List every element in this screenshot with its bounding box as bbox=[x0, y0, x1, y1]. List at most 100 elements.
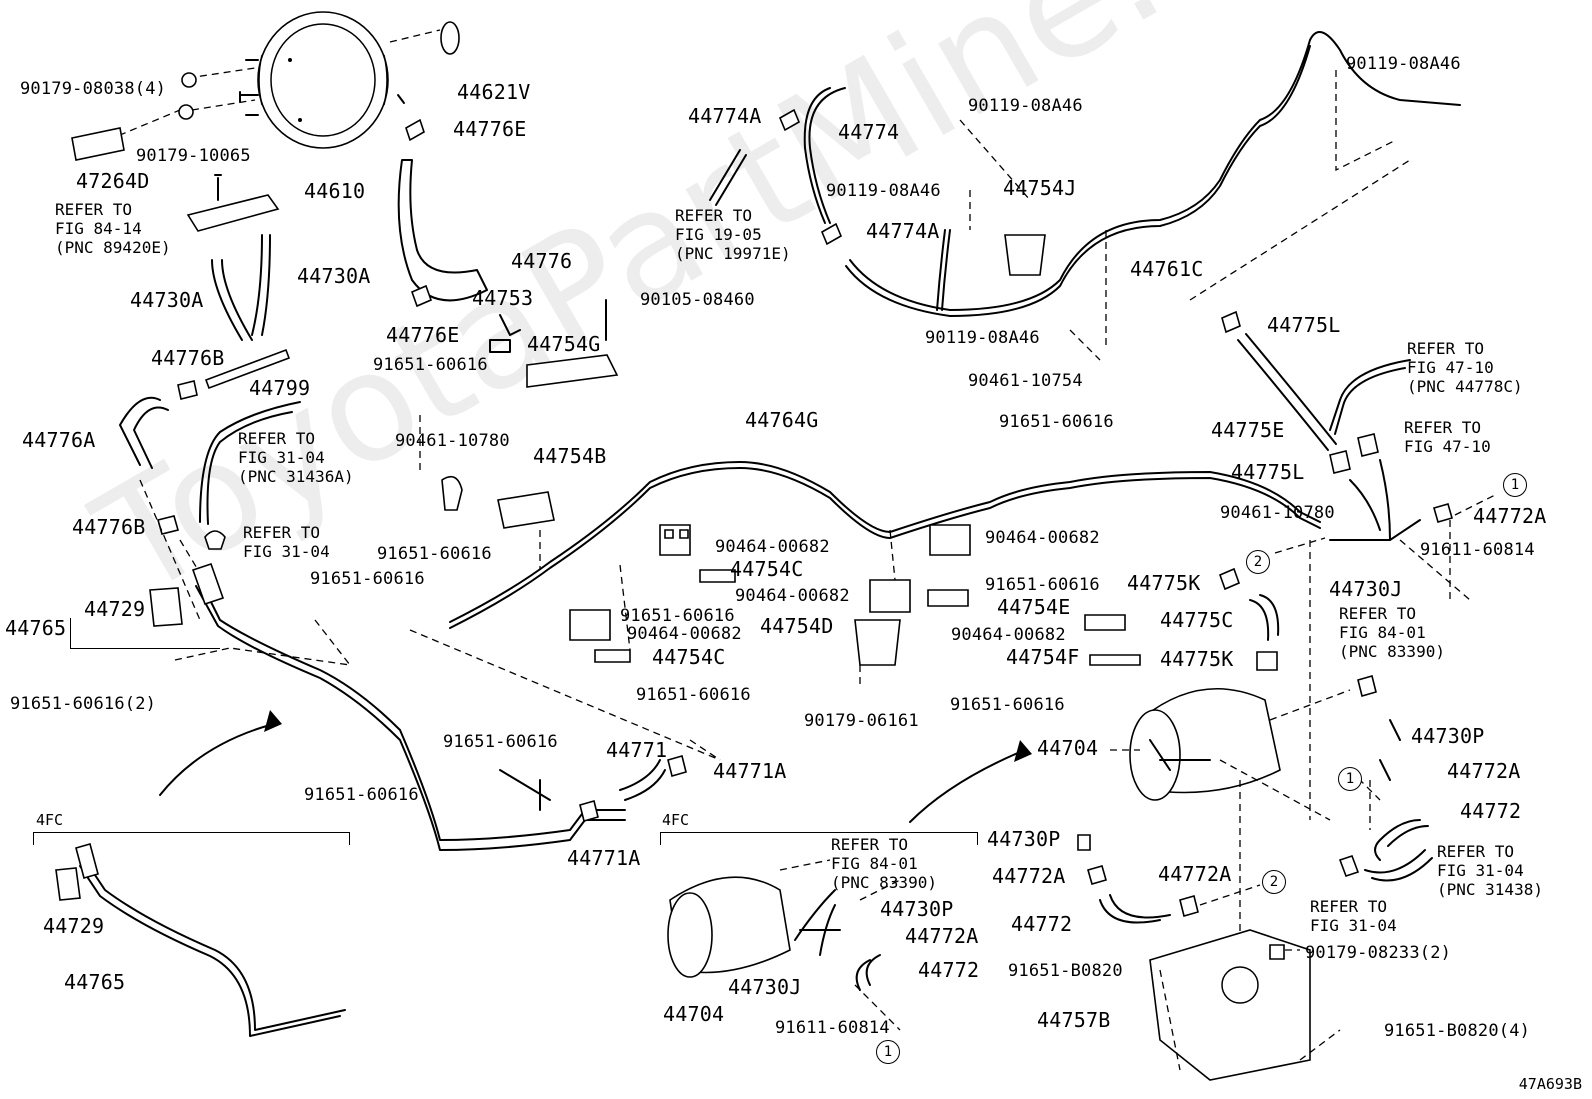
part-91651-60616-h: 91651-60616 bbox=[636, 685, 751, 705]
part-90119-08A46-c: 90119-08A46 bbox=[925, 328, 1040, 348]
part-44772A-e: 44772A bbox=[905, 924, 979, 948]
brake-booster bbox=[239, 11, 389, 149]
part-44761C: 44761C bbox=[1130, 257, 1204, 281]
part-44730A-a: 44730A bbox=[297, 264, 371, 288]
part-91651-60616-2: 91651-60616(2) bbox=[10, 694, 157, 714]
part-44774A-b: 44774A bbox=[866, 219, 940, 243]
part-91651-60616-c: 91651-60616 bbox=[377, 544, 492, 564]
part-44753: 44753 bbox=[472, 286, 534, 310]
part-90179-08038-4: 90179-08038(4) bbox=[20, 79, 167, 99]
part-91651-60616-g: 91651-60616 bbox=[620, 606, 735, 626]
part-90461-10780-a: 90461-10780 bbox=[395, 431, 510, 451]
part-44772-b: 44772 bbox=[1011, 912, 1073, 936]
part-44776E-b: 44776E bbox=[386, 323, 460, 347]
part-90119-08A46-b: 90119-08A46 bbox=[826, 181, 941, 201]
ref-fig-31-04-c: REFER TO FIG 31-04 (PNC 31438) bbox=[1437, 842, 1543, 899]
canister-large bbox=[1129, 688, 1281, 801]
bracket-44765-line bbox=[70, 648, 220, 649]
part-44771: 44771 bbox=[606, 738, 668, 762]
part-44730P-c: 44730P bbox=[880, 897, 954, 921]
part-44754B: 44754B bbox=[533, 444, 607, 468]
callout-2-a: 2 bbox=[1246, 550, 1270, 574]
part-91651-60616-f: 91651-60616 bbox=[999, 412, 1114, 432]
part-44799: 44799 bbox=[249, 376, 311, 400]
part-90464-00682-c: 90464-00682 bbox=[735, 586, 850, 606]
figure-code: 47A693B bbox=[1518, 1075, 1582, 1093]
part-91651-60616-d: 91651-60616 bbox=[443, 732, 558, 752]
arrow-upper-left bbox=[159, 724, 271, 796]
part-44730J-a: 44730J bbox=[1329, 577, 1403, 601]
callout-1-a: 1 bbox=[1503, 473, 1527, 497]
part-44771A-a: 44771A bbox=[713, 759, 787, 783]
part-91651-60616-e: 91651-60616 bbox=[304, 785, 419, 805]
part-90179-06161: 90179-06161 bbox=[804, 711, 919, 731]
part-44730J-b: 44730J bbox=[728, 975, 802, 999]
part-44772A-d: 44772A bbox=[1158, 862, 1232, 886]
part-90119-08A46-d: 90119-08A46 bbox=[1346, 54, 1461, 74]
part-90464-00682-a: 90464-00682 bbox=[715, 537, 830, 557]
part-44764G: 44764G bbox=[745, 408, 819, 432]
part-91611-60814-b: 91611-60814 bbox=[775, 1018, 890, 1038]
part-44729-b: 44729 bbox=[43, 914, 105, 938]
part-44610: 44610 bbox=[304, 179, 366, 203]
part-44704-a: 44704 bbox=[1037, 736, 1099, 760]
part-44765-b: 44765 bbox=[64, 970, 126, 994]
section-4fc-right bbox=[660, 832, 978, 845]
part-44765-a: 44765 bbox=[5, 616, 67, 640]
part-44754C-b: 44754C bbox=[652, 645, 726, 669]
part-44772-c: 44772 bbox=[918, 958, 980, 982]
part-91651-60616-a: 91651-60616 bbox=[310, 569, 425, 589]
callout-1-b: 1 bbox=[1338, 767, 1362, 791]
part-44730P-a: 44730P bbox=[1411, 724, 1485, 748]
part-44729-a: 44729 bbox=[84, 597, 146, 621]
part-91651-B0820-4: 91651-B0820(4) bbox=[1384, 1021, 1531, 1041]
part-91611-60814-a: 91611-60814 bbox=[1420, 540, 1535, 560]
part-44704-b: 44704 bbox=[663, 1002, 725, 1026]
part-90179-08233-2: 90179-08233(2) bbox=[1305, 943, 1452, 963]
part-44772A-c: 44772A bbox=[992, 864, 1066, 888]
ref-fig-19-05: REFER TO FIG 19-05 (PNC 19971E) bbox=[675, 206, 791, 263]
part-44775L-b: 44775L bbox=[1231, 460, 1305, 484]
part-44730A-b: 44730A bbox=[130, 288, 204, 312]
callout-1-c: 1 bbox=[876, 1040, 900, 1064]
section-label-4fc-left: 4FC bbox=[36, 811, 64, 829]
part-44776A: 44776A bbox=[22, 428, 96, 452]
part-90461-10754: 90461-10754 bbox=[968, 371, 1083, 391]
part-44774A-a: 44774A bbox=[688, 104, 762, 128]
ref-fig-31-04-b: REFER TO FIG 31-04 bbox=[243, 523, 330, 561]
ref-fig-47-10-b: REFER TO FIG 47-10 bbox=[1404, 418, 1491, 456]
part-47264D: 47264D bbox=[76, 169, 150, 193]
ref-fig-84-01-b: REFER TO FIG 84-01 (PNC 83390) bbox=[831, 835, 937, 892]
part-44730P-b: 44730P bbox=[987, 827, 1061, 851]
part-91651-60616-i: 91651-60616 bbox=[985, 575, 1100, 595]
part-44621V: 44621V bbox=[457, 80, 531, 104]
part-44771A-b: 44771A bbox=[567, 846, 641, 870]
part-90464-00682-b: 90464-00682 bbox=[627, 624, 742, 644]
ref-fig-47-10-a: REFER TO FIG 47-10 (PNC 44778C) bbox=[1407, 339, 1523, 396]
part-91651-B0820: 91651-B0820 bbox=[1008, 961, 1123, 981]
part-90461-10780-b: 90461-10780 bbox=[1220, 503, 1335, 523]
part-44775L-a: 44775L bbox=[1267, 313, 1341, 337]
part-90179-10065: 90179-10065 bbox=[136, 146, 251, 166]
clamps bbox=[441, 475, 1141, 666]
part-44754E: 44754E bbox=[997, 595, 1071, 619]
part-44772A-a: 44772A bbox=[1473, 504, 1547, 528]
part-90105-08460: 90105-08460 bbox=[640, 290, 755, 310]
ref-fig-31-04-a: REFER TO FIG 31-04 (PNC 31436A) bbox=[238, 429, 354, 486]
part-44757B: 44757B bbox=[1037, 1008, 1111, 1032]
part-44774: 44774 bbox=[838, 120, 900, 144]
part-44772A-b: 44772A bbox=[1447, 759, 1521, 783]
part-44754D: 44754D bbox=[760, 614, 834, 638]
canister-small bbox=[667, 876, 791, 978]
section-label-4fc-right: 4FC bbox=[662, 811, 690, 829]
part-44776B-b: 44776B bbox=[72, 515, 146, 539]
bracket-44765 bbox=[70, 618, 72, 648]
part-44754F: 44754F bbox=[1006, 645, 1080, 669]
ref-fig-84-01-a: REFER TO FIG 84-01 (PNC 83390) bbox=[1339, 604, 1445, 661]
part-44776E-a: 44776E bbox=[453, 117, 527, 141]
part-44754G: 44754G bbox=[527, 332, 601, 356]
part-91651-60616-b: 91651-60616 bbox=[373, 355, 488, 375]
part-44776B-a: 44776B bbox=[151, 346, 225, 370]
